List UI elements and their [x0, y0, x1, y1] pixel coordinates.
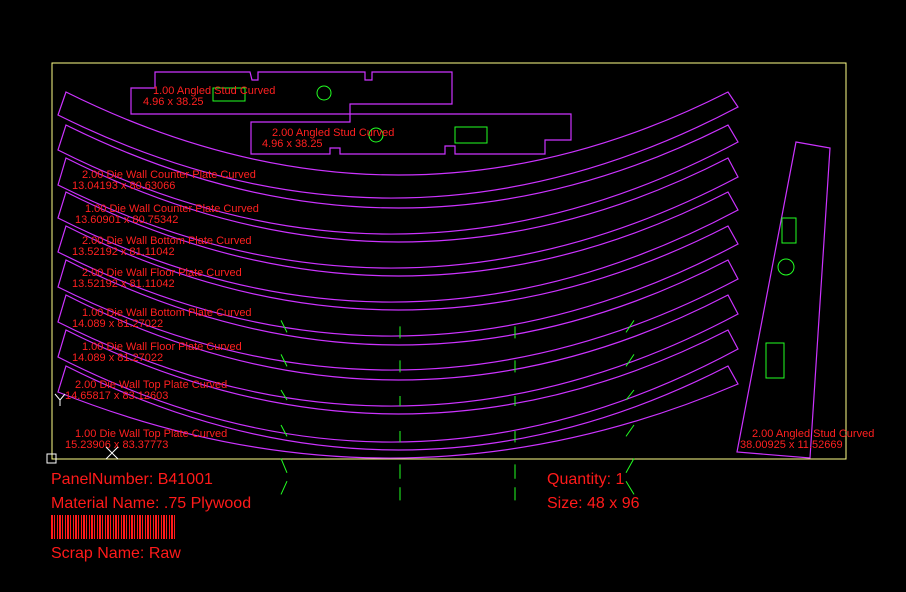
cut-line — [625, 480, 635, 495]
barcode-image — [51, 515, 177, 539]
angled-stud-part-1[interactable] — [130, 71, 453, 115]
angled-stud-marker-4 — [781, 217, 797, 244]
curved-plate-1[interactable] — [57, 91, 739, 199]
part-title: 1.00 Die Wall Floor Plate Curved — [82, 341, 242, 353]
cut-line — [280, 424, 288, 437]
part-size: 13.52192 x 81.11042 — [72, 246, 175, 258]
cut-line — [280, 480, 288, 495]
cut-line — [625, 458, 635, 474]
curved-plate-7[interactable] — [57, 294, 739, 407]
angled-stud-marker-3 — [765, 342, 785, 379]
origin-marker-icon — [46, 453, 57, 464]
angled-stud-marker-2 — [454, 126, 488, 144]
cut-lines-group — [280, 320, 635, 501]
part-size: 15.23906 x 83.37773 — [65, 439, 168, 451]
scrap-name: Scrap Name: Raw — [51, 545, 181, 562]
angled-stud-marker-1 — [212, 87, 246, 102]
curved-plate-9[interactable] — [57, 365, 739, 459]
curved-plate-3[interactable] — [57, 157, 739, 269]
part-title: 2.00 Die Wall Counter Plate Curved — [82, 169, 256, 181]
curved-plate-4[interactable] — [57, 191, 739, 303]
part-size: 13.52192 x 81.11042 — [72, 278, 175, 290]
curved-plate-6[interactable] — [57, 259, 739, 371]
cut-line — [280, 458, 288, 473]
part-title: 2.00 Angled Stud Curved — [272, 127, 394, 139]
part-size: 4.96 x 38.25 — [262, 138, 323, 150]
cut-line — [280, 389, 288, 401]
part-size: 14.089 x 81.27022 — [72, 318, 163, 330]
part-size: 14.089 x 81.27022 — [72, 352, 163, 364]
ucs-y-icon — [54, 393, 66, 406]
part-title: 1.00 Angled Stud Curved — [153, 85, 275, 97]
cut-line — [625, 320, 635, 333]
drill-hole-2 — [368, 127, 384, 143]
angled-stud-part-2[interactable] — [250, 113, 572, 155]
part-title: 1.00 Die Wall Counter Plate Curved — [85, 203, 259, 215]
cut-line — [625, 424, 635, 437]
angled-stud-part-vertical[interactable] — [736, 141, 831, 459]
part-size: 38.00925 x 11.52669 — [740, 439, 843, 451]
part-size: 4.96 x 38.25 — [143, 96, 204, 108]
part-title: 2.00 Die Wall Bottom Plate Curved — [82, 235, 252, 247]
cut-line — [280, 354, 288, 367]
part-title: 2.00 Angled Stud Curved — [752, 428, 874, 440]
cut-line — [625, 354, 635, 367]
part-title: 2.00 Die Wall Top Plate Curved — [75, 379, 227, 391]
cut-line — [625, 389, 635, 401]
material-name: Material Name: .75 Plywood — [51, 495, 252, 512]
part-title: 1.00 Die Wall Top Plate Curved — [75, 428, 227, 440]
crosshair-icon — [105, 446, 119, 460]
part-title: 2.00 Die Wall Floor Plate Curved — [82, 267, 242, 279]
curved-plate-5[interactable] — [57, 225, 739, 337]
part-title: 1.00 Die Wall Bottom Plate Curved — [82, 307, 252, 319]
part-size: 13.04193 x 80.63066 — [72, 180, 175, 192]
cut-line — [280, 320, 288, 333]
drill-hole-3 — [777, 258, 795, 276]
curved-plate-2[interactable] — [57, 124, 739, 235]
sheet-size: Size: 48 x 96 — [547, 495, 640, 512]
curved-plate-8[interactable] — [57, 329, 739, 443]
panel-number: PanelNumber: B41001 — [51, 471, 213, 488]
part-size: 13.60901 x 80.75342 — [75, 214, 178, 226]
drill-hole-1 — [316, 85, 332, 101]
quantity: Quantity: 1 — [547, 471, 625, 488]
sheet-boundary — [51, 62, 847, 460]
curved-plates-group — [57, 91, 739, 459]
part-size: 14.65817 x 83.12603 — [65, 390, 168, 402]
